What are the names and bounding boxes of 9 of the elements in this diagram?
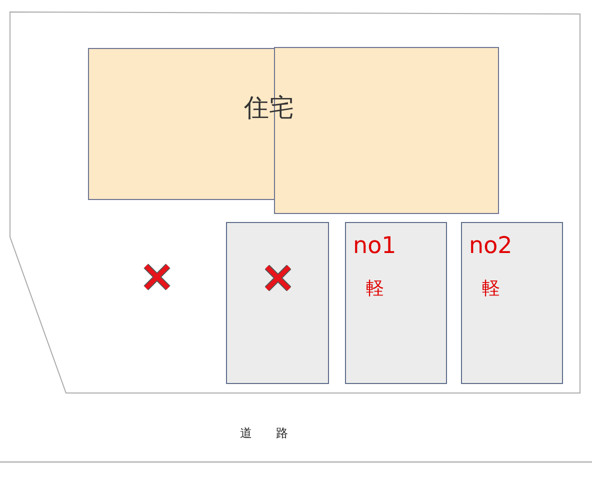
space-number: no2 (469, 235, 512, 258)
vehicle-type: 軽 (366, 280, 384, 298)
parking-space (226, 222, 329, 384)
vehicle-type: 軽 (482, 280, 500, 298)
parking-space (461, 222, 563, 384)
space-number: no1 (353, 235, 396, 258)
house-drawing (88, 47, 499, 214)
road-label: 道 路 (240, 425, 288, 442)
parking-space (345, 222, 447, 384)
